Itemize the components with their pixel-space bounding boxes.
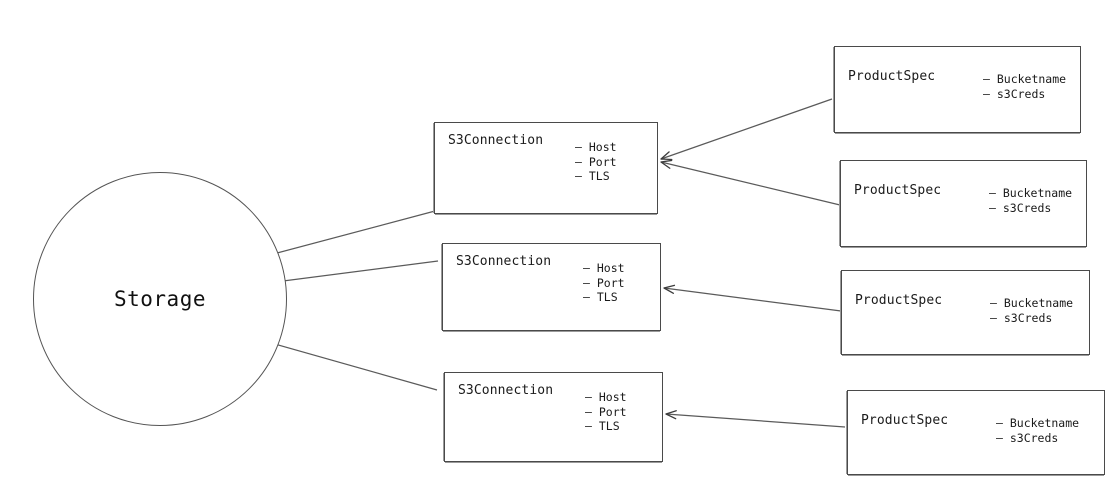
attr-bucketname: – Bucketname xyxy=(996,416,1080,430)
attr-bucketname: – Bucketname xyxy=(990,296,1074,310)
s3connection-attrs-2: – Host – Port – TLS xyxy=(583,261,625,305)
productspec-title-2: ProductSpec xyxy=(854,183,942,198)
s3connection-box-3[interactable]: S3Connection – Host – Port – TLS xyxy=(444,372,663,462)
attr-tls: – TLS xyxy=(585,419,620,433)
connector-spec1-to-conn1 xyxy=(660,98,833,161)
attr-port: – Port xyxy=(585,404,627,419)
attr-host: – Host xyxy=(585,390,627,404)
attr-port: – Port xyxy=(583,275,625,290)
productspec-box-2[interactable]: ProductSpec – Bucketname – s3Creds xyxy=(840,160,1087,247)
connector-conn1-to-storage xyxy=(261,210,436,259)
attr-bucketname: – Bucketname xyxy=(989,186,1073,200)
attr-bucketname: – Bucketname xyxy=(983,72,1067,86)
attr-tls: – TLS xyxy=(583,290,618,304)
productspec-box-4[interactable]: ProductSpec – Bucketname – s3Creds xyxy=(847,390,1105,475)
attr-s3creds: – s3Creds xyxy=(983,86,1046,101)
attr-tls: – TLS xyxy=(575,169,610,183)
attr-host: – Host xyxy=(575,140,617,154)
s3connection-attrs-1: – Host – Port – TLS xyxy=(575,140,617,184)
connector-spec2-to-conn1 xyxy=(660,159,841,206)
productspec-title-3: ProductSpec xyxy=(855,293,943,308)
connector-spec3-to-conn2 xyxy=(663,284,842,312)
productspec-attrs-2: – Bucketname – s3Creds xyxy=(989,186,1072,215)
s3connection-attrs-3: – Host – Port – TLS xyxy=(585,390,627,434)
productspec-title-4: ProductSpec xyxy=(861,413,949,428)
productspec-box-1[interactable]: ProductSpec – Bucketname – s3Creds xyxy=(834,46,1081,133)
s3connection-title-3: S3Connection xyxy=(458,383,554,398)
storage-label: Storage xyxy=(113,287,206,311)
s3connection-title-2: S3Connection xyxy=(456,254,552,269)
attr-s3creds: – s3Creds xyxy=(996,430,1059,445)
storage-node[interactable]: Storage xyxy=(33,172,287,426)
s3connection-box-2[interactable]: S3Connection – Host – Port – TLS xyxy=(442,243,661,331)
productspec-box-3[interactable]: ProductSpec – Bucketname – s3Creds xyxy=(841,270,1090,355)
attr-s3creds: – s3Creds xyxy=(990,310,1053,325)
productspec-attrs-4: – Bucketname – s3Creds xyxy=(996,416,1079,445)
connector-spec4-to-conn3 xyxy=(665,410,846,428)
productspec-title-1: ProductSpec xyxy=(848,69,936,84)
s3connection-box-1[interactable]: S3Connection – Host – Port – TLS xyxy=(434,122,658,214)
attr-port: – Port xyxy=(575,154,617,169)
productspec-attrs-1: – Bucketname – s3Creds xyxy=(983,72,1066,101)
s3connection-title-1: S3Connection xyxy=(448,133,544,148)
productspec-attrs-3: – Bucketname – s3Creds xyxy=(990,296,1073,325)
attr-host: – Host xyxy=(583,261,625,275)
attr-s3creds: – s3Creds xyxy=(989,200,1052,215)
